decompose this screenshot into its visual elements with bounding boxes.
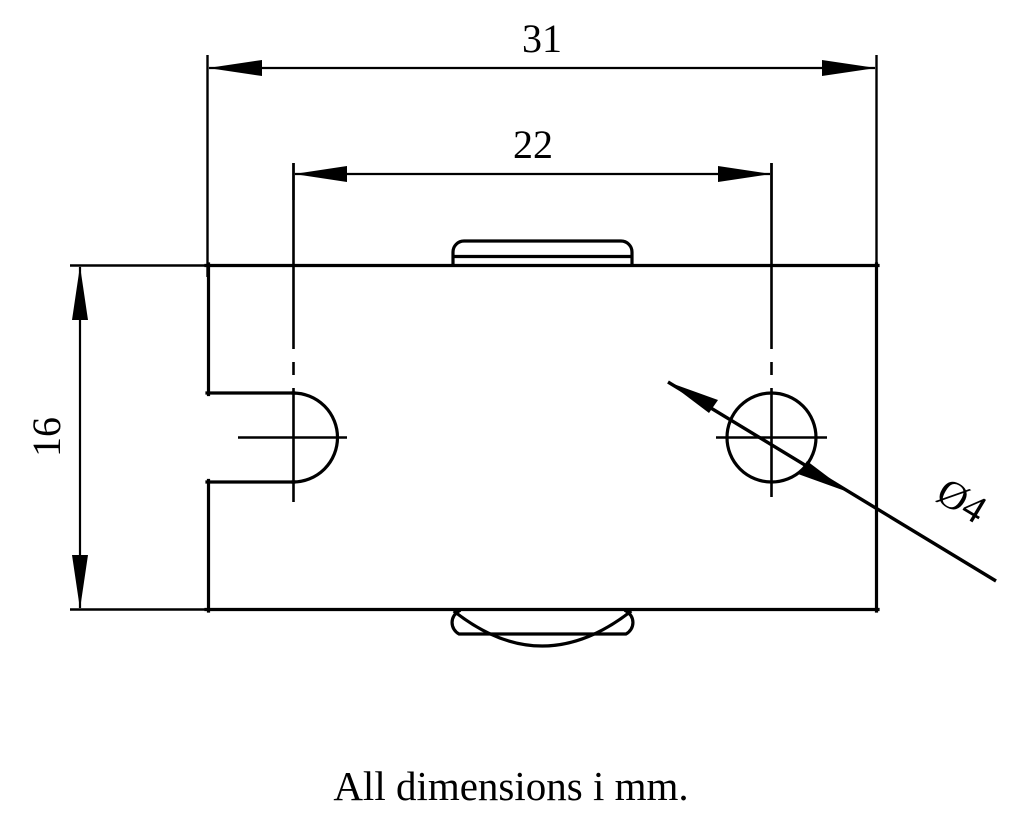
tab-outline [451, 239, 634, 267]
dimension-31: 31 [206, 16, 878, 277]
arrowhead-left-22 [294, 166, 347, 182]
right-hole-feature [725, 391, 818, 484]
left-slot-feature [205, 391, 340, 484]
slot-arc-end [291, 391, 340, 484]
centerlines [238, 163, 827, 502]
arrowhead-leader-lower [798, 461, 848, 492]
arrowhead-right-22 [718, 166, 771, 182]
dimension-label-16: 16 [24, 417, 69, 457]
bottom-lug-feature [450, 608, 635, 648]
arrowhead-left-31 [208, 60, 262, 76]
dimension-16: 16 [24, 264, 215, 611]
hole-circle [725, 391, 818, 484]
dimension-label-diameter: Ø4 [929, 469, 994, 533]
dimension-label-31: 31 [522, 16, 562, 61]
arrowhead-right-31 [822, 60, 876, 76]
lug-band-outline [450, 608, 635, 636]
arrowhead-top-16 [72, 266, 88, 320]
arrowhead-bottom-16 [72, 555, 88, 609]
top-tab-feature [451, 239, 634, 267]
drawing-caption: All dimensions i mm. [333, 763, 688, 809]
dimension-label-22: 22 [513, 122, 553, 167]
body-outline [204, 262, 880, 613]
dimension-22: 22 [292, 122, 773, 200]
diameter-leader: Ø4 [667, 380, 997, 583]
lug-bottom-arc [452, 609, 633, 648]
arrowhead-leader-upper [668, 382, 718, 413]
